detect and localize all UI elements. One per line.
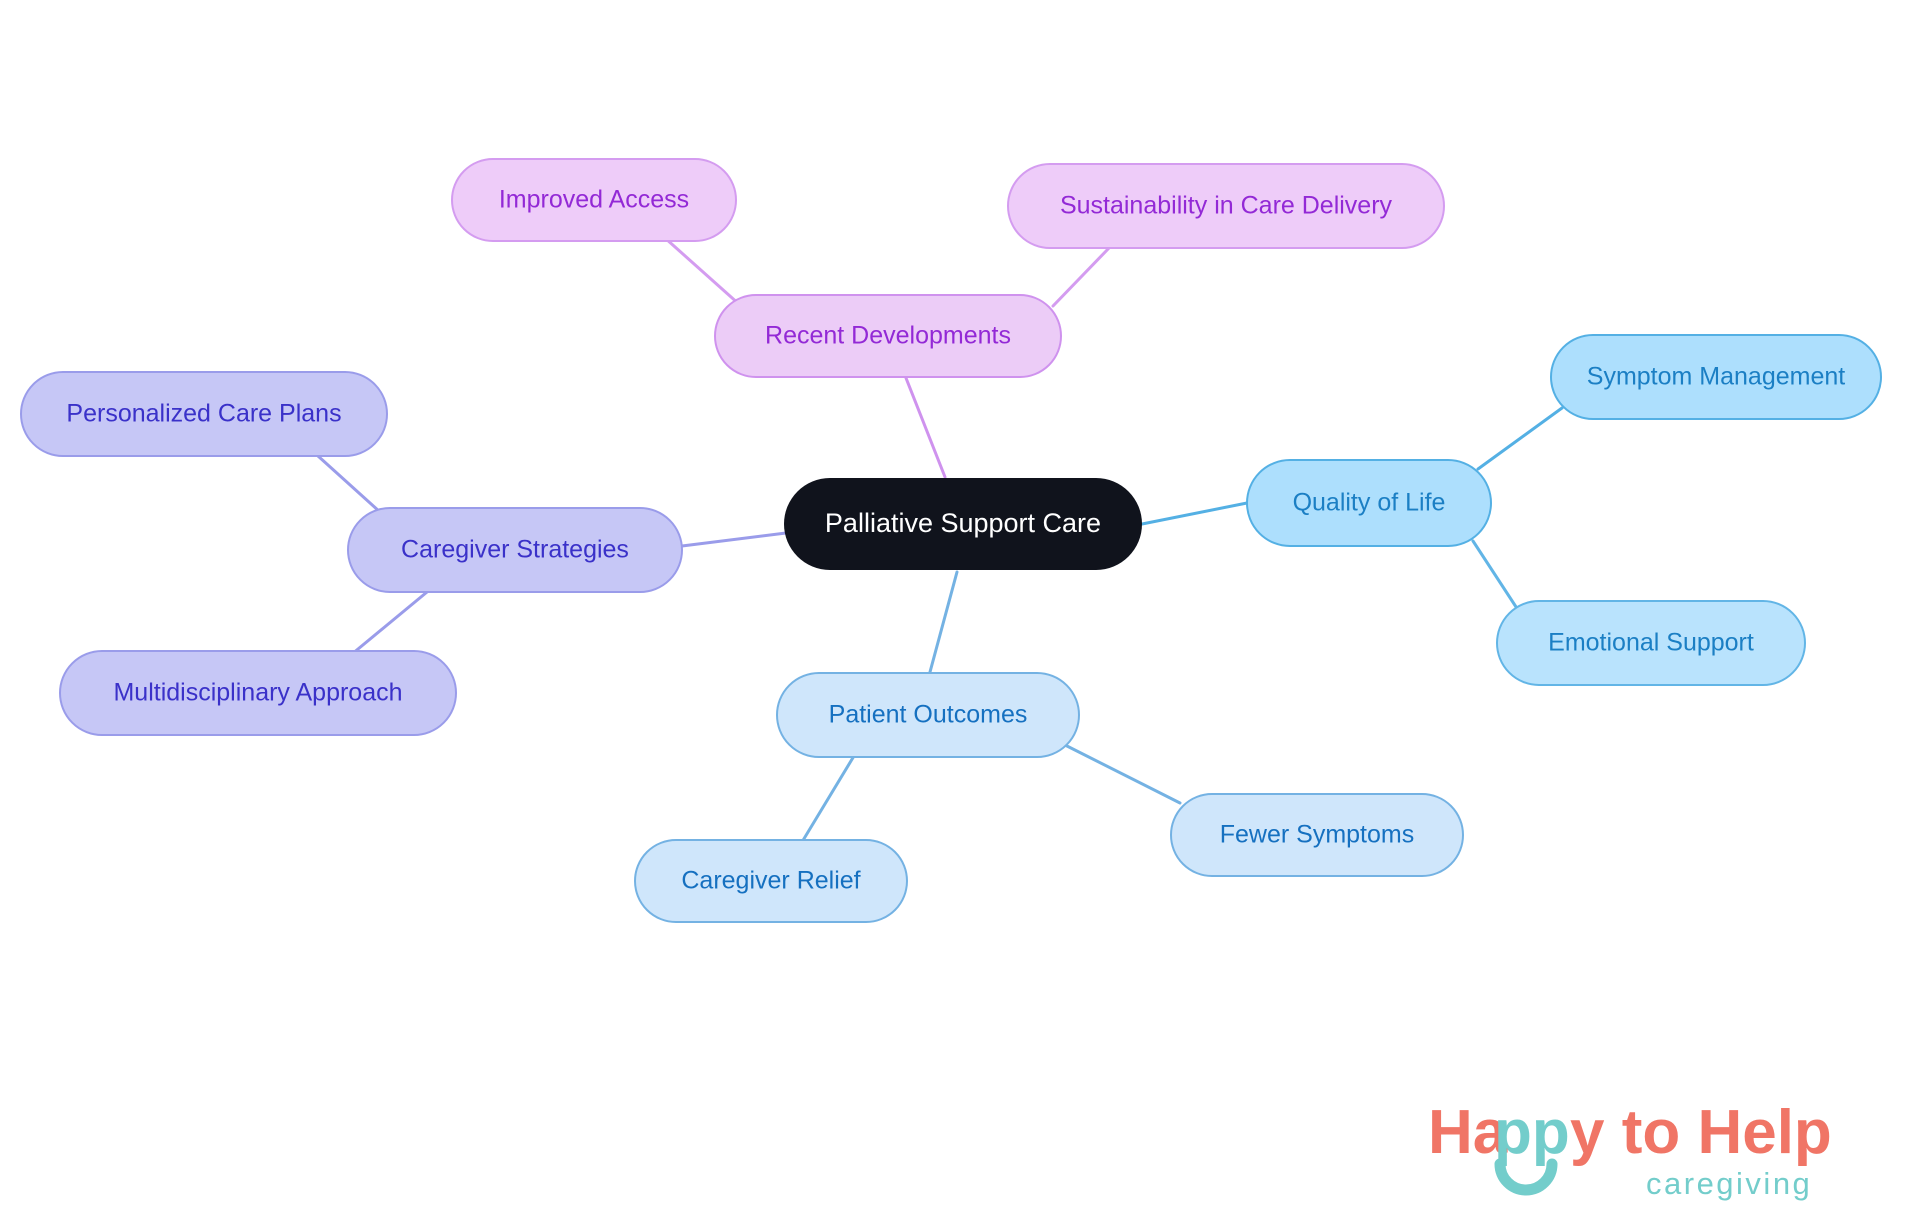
branch-caregiver-strategies-label: Caregiver Strategies — [401, 536, 629, 564]
node-caregiver-relief[interactable]: Caregiver Relief — [634, 839, 908, 923]
node-personalized-care-plans-label: Personalized Care Plans — [66, 400, 341, 428]
edge-root-caregiver-strategies — [680, 531, 788, 548]
root[interactable]: Palliative Support Care — [784, 478, 1142, 570]
node-personalized-care-plans[interactable]: Personalized Care Plans — [20, 371, 388, 457]
edges-layer — [316, 236, 1564, 844]
branch-patient-outcomes[interactable]: Patient Outcomes — [776, 672, 1080, 758]
branch-recent-developments[interactable]: Recent Developments — [714, 294, 1062, 378]
root-label: Palliative Support Care — [825, 508, 1101, 538]
node-caregiver-relief-label: Caregiver Relief — [681, 867, 860, 895]
root-shape — [784, 478, 1142, 570]
node-caregiver-relief-shape — [634, 839, 908, 923]
edge-caregiver-personalized — [316, 454, 382, 514]
branch-quality-of-life[interactable]: Quality of Life — [1246, 459, 1492, 547]
branch-caregiver-strategies[interactable]: Caregiver Strategies — [347, 507, 683, 593]
node-sustainability-in-care-delivery-label: Sustainability in Care Delivery — [1060, 192, 1393, 220]
node-fewer-symptoms-shape — [1170, 793, 1464, 877]
edge-root-recent-developments — [904, 376, 947, 479]
edge-recent-sustainability — [1051, 246, 1111, 308]
branch-patient-outcomes-label: Patient Outcomes — [829, 701, 1028, 729]
edge-root-quality-of-life — [1140, 501, 1249, 526]
node-improved-access-label: Improved Access — [499, 186, 689, 214]
smile-arc-icon — [1494, 1158, 1558, 1196]
node-multidisciplinary-approach[interactable]: Multidisciplinary Approach — [59, 650, 457, 736]
node-emotional-support[interactable]: Emotional Support — [1496, 600, 1806, 686]
branch-quality-of-life-label: Quality of Life — [1293, 489, 1446, 517]
logo-text-caregiving: caregiving — [1646, 1166, 1812, 1201]
edge-quality-symptom — [1476, 406, 1564, 471]
node-multidisciplinary-approach-label: Multidisciplinary Approach — [113, 679, 402, 707]
node-improved-access-shape — [451, 158, 737, 242]
branch-recent-developments-label: Recent Developments — [765, 322, 1011, 350]
branch-quality-of-life-shape — [1246, 459, 1492, 547]
node-symptom-management-label: Symptom Management — [1587, 363, 1846, 391]
node-multidisciplinary-approach-shape — [59, 650, 457, 736]
node-emotional-support-shape — [1496, 600, 1806, 686]
node-sustainability-in-care-delivery[interactable]: Sustainability in Care Delivery — [1007, 163, 1445, 249]
logo-text-happy-ha: Ha — [1428, 1098, 1508, 1167]
node-improved-access[interactable]: Improved Access — [451, 158, 737, 242]
edge-root-patient-outcomes — [928, 570, 959, 674]
edge-patient-caregiver-relief — [800, 749, 859, 844]
edge-recent-improved-access — [663, 236, 742, 307]
node-emotional-support-label: Emotional Support — [1548, 629, 1754, 657]
edge-quality-emotional — [1471, 539, 1522, 615]
node-symptom-management[interactable]: Symptom Management — [1550, 334, 1882, 420]
logo-text-happy-rest: y to Help — [1570, 1098, 1832, 1167]
logo-text-accent-pp: pp — [1494, 1098, 1570, 1167]
branch-patient-outcomes-shape — [776, 672, 1080, 758]
logo-artwork: Ha pp y to Help caregiving — [1428, 1098, 1832, 1201]
node-fewer-symptoms[interactable]: Fewer Symptoms — [1170, 793, 1464, 877]
happy-to-help-caregiving-logo: Ha pp y to Help caregiving — [1428, 1098, 1888, 1208]
node-personalized-care-plans-shape — [20, 371, 388, 457]
branch-recent-developments-shape — [714, 294, 1062, 378]
node-fewer-symptoms-label: Fewer Symptoms — [1220, 821, 1414, 849]
node-symptom-management-shape — [1550, 334, 1882, 420]
edge-caregiver-multidisciplinary — [350, 590, 429, 656]
branch-caregiver-strategies-shape — [347, 507, 683, 593]
node-sustainability-in-care-delivery-shape — [1007, 163, 1445, 249]
edge-patient-fewer-symptoms — [1061, 742, 1182, 805]
